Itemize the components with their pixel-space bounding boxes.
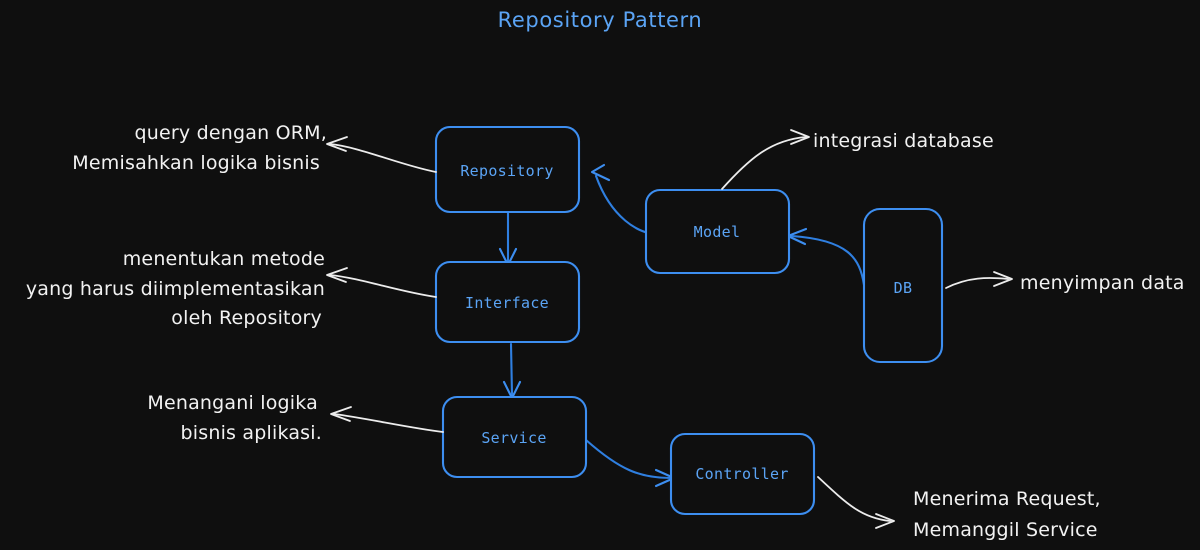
annotation-arrow-interface: [326, 267, 437, 298]
node-interface-label: Interface: [465, 294, 549, 312]
annotation-service-line-2: bisnis aplikasi.: [181, 422, 323, 444]
edge-interface-to-service: [502, 342, 522, 400]
annotation-arrow-repository: [326, 136, 437, 173]
node-controller[interactable]: Controller: [669, 432, 816, 516]
node-repository-shape: [434, 125, 581, 214]
node-service[interactable]: Service: [441, 395, 588, 479]
annotation-arrow-model: [721, 129, 810, 190]
annotation-interface-line-1: menentukan metode: [123, 248, 325, 270]
node-service-label: Service: [481, 429, 546, 447]
annotation-db-note: menyimpan data: [1020, 272, 1185, 294]
node-service-shape: [441, 395, 588, 479]
annotation-interface-note: menentukan metode yang harus diimplement…: [26, 248, 325, 329]
annotation-db-line-1: menyimpan data: [1020, 272, 1185, 294]
node-controller-label: Controller: [695, 465, 788, 483]
node-controller-shape: [669, 432, 816, 516]
annotation-controller-line-1: Menerima Request,: [913, 488, 1101, 510]
node-db-label: DB: [894, 279, 913, 297]
node-interface[interactable]: Interface: [434, 260, 581, 344]
annotation-model-line-1: integrasi database: [813, 130, 994, 152]
node-interface-shape: [434, 260, 581, 344]
annotation-repository-line-1: query dengan ORM,: [135, 122, 327, 144]
annotation-controller-line-2: Memanggil Service: [913, 519, 1098, 541]
edge-repository-to-interface: [498, 209, 518, 267]
annotation-arrow-controller: [817, 476, 895, 529]
annotation-model-note: integrasi database: [813, 130, 994, 152]
annotation-repository-note: query dengan ORM, Memisahkan logika bisn…: [72, 122, 327, 174]
annotation-interface-line-2: yang harus diimplementasikan: [26, 278, 325, 300]
node-model-shape: [644, 188, 791, 275]
node-repository-label: Repository: [460, 162, 553, 180]
annotation-arrow-db: [945, 271, 1013, 289]
edge-db-to-model: [786, 227, 866, 287]
annotation-controller-note: Menerima Request, Memanggil Service: [913, 488, 1101, 541]
annotation-service-note: Menangani logika bisnis aplikasi.: [147, 392, 323, 444]
node-model-label: Model: [694, 223, 741, 241]
annotation-interface-line-3: oleh Repository: [171, 307, 322, 329]
page-title: Repository Pattern: [498, 8, 703, 32]
node-db-shape: [862, 207, 944, 364]
node-repository[interactable]: Repository: [434, 125, 581, 214]
annotation-arrow-service: [330, 406, 444, 433]
annotation-repository-line-2: Memisahkan logika bisnis: [72, 152, 320, 174]
edge-service-to-controller: [584, 438, 676, 488]
node-model[interactable]: Model: [644, 188, 791, 275]
annotation-service-line-1: Menangani logika: [147, 392, 318, 414]
node-db[interactable]: DB: [862, 207, 944, 364]
edge-model-to-repository: [590, 163, 652, 235]
